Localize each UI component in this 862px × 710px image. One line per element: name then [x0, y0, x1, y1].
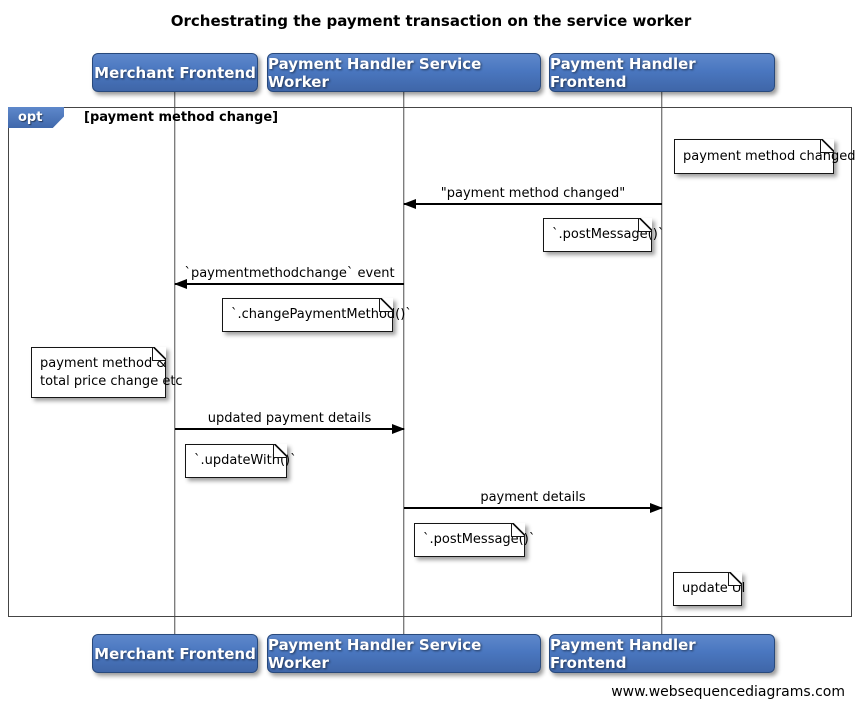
- message-arrow-updated-payment-details: [175, 424, 405, 434]
- note-payment-method-total-price: payment method & total price change etc: [31, 347, 183, 398]
- message-arrow-payment-method-changed: [403, 199, 662, 209]
- lifeline-payment-handler-service-worker: [403, 92, 405, 635]
- opt-fragment-frame: [8, 107, 852, 617]
- actor-box-payment-handler-service-worker-bottom: Payment Handler Service Worker: [267, 634, 541, 673]
- lifeline-merchant-frontend: [174, 92, 176, 635]
- message-label-paymentmethodchange-event: `paymentmethodchange` event: [184, 266, 395, 281]
- message-label-payment-method-changed: "payment method changed": [440, 186, 626, 201]
- note-updatewith: `.updateWith()`: [185, 444, 297, 478]
- note-postmessage-2: `.postMessage()`: [414, 523, 535, 557]
- actor-box-merchant-frontend-top: Merchant Frontend: [92, 53, 258, 92]
- note-payment-method-changed: payment method changed: [674, 139, 855, 174]
- message-label-payment-details: payment details: [480, 490, 586, 505]
- lifeline-payment-handler-frontend: [661, 92, 663, 635]
- diagram-title: Orchestrating the payment transaction on…: [170, 12, 692, 30]
- actor-box-payment-handler-service-worker-top: Payment Handler Service Worker: [267, 53, 541, 92]
- note-line-2: total price change etc: [40, 373, 183, 389]
- message-arrow-payment-details: [404, 503, 663, 513]
- message-label-updated-payment-details: updated payment details: [207, 411, 372, 426]
- message-arrow-paymentmethodchange-event: [174, 279, 404, 289]
- note-line-1: payment method &: [40, 355, 167, 371]
- watermark-websequencediagrams: www.websequencediagrams.com: [611, 684, 845, 700]
- note-postmessage-1: `.postMessage()`: [543, 218, 664, 252]
- actor-box-payment-handler-frontend-bottom: Payment Handler Frontend: [549, 634, 775, 673]
- actor-box-merchant-frontend-bottom: Merchant Frontend: [92, 634, 258, 673]
- opt-operator-tab: opt: [8, 107, 64, 128]
- note-update-ui: update UI: [673, 572, 745, 606]
- actor-box-payment-handler-frontend-top: Payment Handler Frontend: [549, 53, 775, 92]
- opt-guard-label: [payment method change]: [84, 110, 279, 125]
- note-changepaymentmethod: `.changePaymentMethod()`: [222, 298, 412, 332]
